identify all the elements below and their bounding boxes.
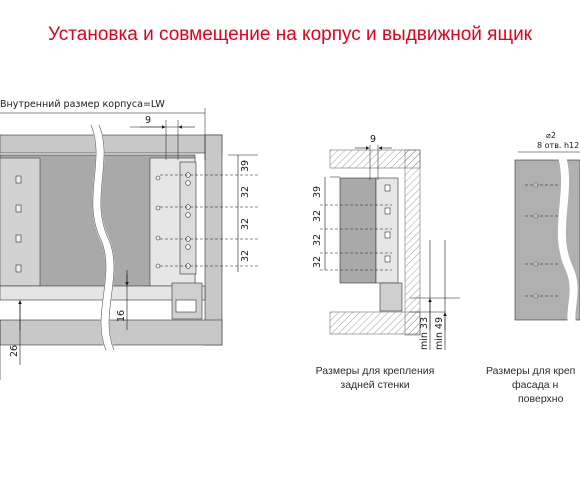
caption-back-line2: задней стенки (340, 379, 410, 391)
right-view (514, 148, 580, 333)
hole-diameter: ⌀2 (546, 131, 556, 140)
cabinet-side-panel (204, 134, 223, 346)
caption-front-line2: фасада н (512, 379, 559, 391)
left-dim-39: 39 (240, 160, 251, 172)
caption-front-line1: Размеры для креп (486, 365, 576, 377)
left-dim-9: 9 (145, 115, 151, 126)
middle-dim-min49: min 49 (434, 317, 445, 350)
hole-spec: 8 отв. h12 (537, 141, 579, 150)
left-dim-32b: 32 (240, 218, 251, 230)
middle-wall-side (404, 149, 421, 336)
page-title: Установка и совмещение на корпус и выдви… (48, 24, 532, 45)
middle-dim-39: 39 (312, 186, 323, 198)
middle-dim-min33: min 33 (419, 317, 430, 350)
middle-wall-bottom (329, 311, 421, 335)
left-dim-32a: 32 (240, 186, 251, 198)
caption-back-line1: Размеры для крепления (315, 365, 435, 377)
left-dim-16: 16 (116, 310, 127, 322)
left-dim-26: 26 (9, 345, 20, 357)
middle-runner (379, 282, 403, 312)
middle-drawer-back (339, 177, 377, 284)
caption-back-wall: Размеры для крепления задней стенки (300, 364, 450, 392)
caption-front-line3: поверхно (518, 393, 564, 405)
back-panel-holes (15, 175, 161, 273)
middle-dim-32b: 32 (312, 234, 323, 246)
caption-front-panel: Размеры для креп фасада н поверхно (486, 364, 580, 406)
break-line-right (556, 148, 579, 333)
middle-view (320, 145, 460, 350)
middle-dim-32c: 32 (312, 256, 323, 268)
left-dim-32c: 32 (240, 250, 251, 262)
mounting-bracket (179, 161, 197, 275)
middle-dim-9: 9 (370, 134, 376, 145)
middle-dim-32a: 32 (312, 210, 323, 222)
left-view (0, 108, 258, 380)
front-panel (514, 159, 580, 321)
inner-size-label: Внутренний размер корпуса=LW (0, 99, 165, 110)
cabinet-top-panel (0, 134, 223, 154)
break-line-left (90, 123, 115, 352)
